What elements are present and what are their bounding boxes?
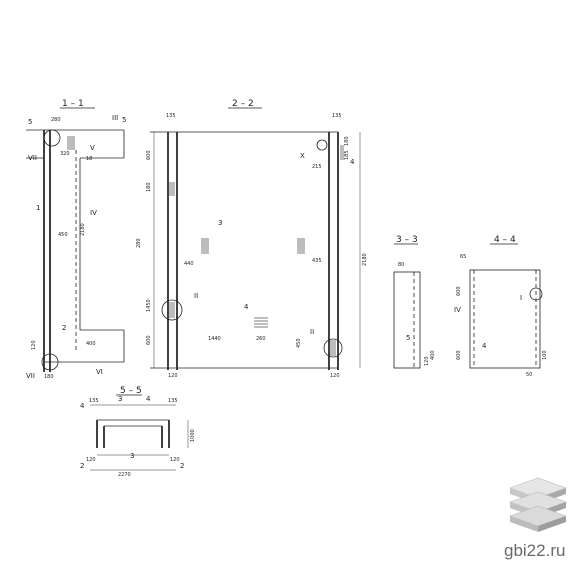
callout-2: 2 [62,324,66,332]
dim-label: 440 [184,261,194,267]
callout-IV: IV [454,306,461,314]
dim-label: 280 [51,117,61,123]
watermark-text: gbi22.ru [504,541,565,560]
section-title-4-4: 4 – 4 [494,235,516,245]
callout-II: II [310,328,314,336]
dim-label: 600 [456,286,462,296]
callout-II: II [194,292,198,300]
callout-VI: VI [96,368,103,376]
dim-label: 180 [146,182,152,192]
dim-label: 1000 [190,429,196,442]
stacked-slabs-icon [509,477,567,532]
callout-4: 4 [244,303,249,311]
detail-circle [323,338,343,358]
section-4-4: 4 – 4 65 600 600 50 100 IV I 4 [454,235,548,378]
dim-label: 260 [256,336,266,342]
callout-4: 4 [350,158,355,166]
dim-label: 18 [86,156,92,162]
callout-V: V [90,144,95,152]
dim-label: 180 [344,136,350,146]
section-3-3: 3 – 3 80 120 400 5 [393,235,436,369]
dim-label: 100 [542,350,548,360]
detail-circle [316,139,328,151]
detail-circle [161,299,183,321]
dim-label: 280 [136,238,142,248]
detail-circle [43,129,61,147]
section-2-2: 2 – 2 135 135 600 180 2180 [136,99,368,379]
hatch-block [169,145,344,356]
dim-label: 120 [86,457,96,463]
callout-2: 2 [80,462,84,470]
dim-label: 600 [146,335,152,345]
dim-label: 320 [60,151,70,157]
dim-label: 135 [166,113,176,119]
dim-label: 65 [460,254,466,260]
callout-1: 1 [36,204,40,212]
dim-label: 1450 [146,299,152,312]
dim-label: 120 [330,373,340,379]
section-5-5: 5 – 5 135 135 2270 1000 120 120 3 4 3 4 … [80,386,196,478]
dim-label: 600 [146,150,152,160]
dim-label: 1440 [208,336,221,342]
dim-label: 185 [344,150,350,160]
panel-outline [469,269,541,369]
dim-label: 135 [89,398,99,404]
callout-5: 5 [406,334,410,342]
detail-circle [41,353,59,371]
dim-label: 135 [168,398,178,404]
callout-III: III [112,114,118,122]
callout-5: 5 [122,116,126,124]
callout-3: 3 [118,395,122,403]
dim-label: 2180 [80,223,86,236]
callout-4: 4 [80,402,85,410]
callout-4: 4 [146,395,151,403]
dim-label: 180 [44,374,54,380]
detail-circle [529,287,543,301]
dim-label: 435 [312,258,322,264]
section-title-2-2: 2 – 2 [232,99,254,109]
dim-label: 400 [430,350,436,360]
callout-VII: VII [26,372,35,380]
callout-2: 2 [180,462,184,470]
dim-label: 2180 [362,253,368,266]
dim-label: 120 [168,373,178,379]
section-title-5-5: 5 – 5 [120,386,142,396]
callout-I: I [520,294,522,302]
section-title-3-3: 3 – 3 [396,235,418,245]
dim-label: 215 [312,164,322,170]
dim-label: 120 [170,457,180,463]
callout-VII: VII [28,154,37,162]
dim-label: 80 [398,262,404,268]
dim-label: 2270 [118,472,131,478]
dim-label: 135 [332,113,342,119]
dim-label: 120 [424,356,430,366]
section-1-1: 1 – 1 280 320 450 2180 18 400 120 180 1 … [26,99,126,380]
hatch-block [67,136,75,150]
dim-label: 450 [296,338,302,348]
callout-IV: IV [90,209,97,217]
callout-4: 4 [482,342,487,350]
dim-label: 50 [526,372,532,378]
callout-X: X [300,152,305,160]
section-title-1-1: 1 – 1 [62,99,84,109]
panel-outline [393,271,421,369]
callout-5: 5 [28,118,32,126]
callout-3: 3 [218,219,222,227]
dim-label: 450 [58,232,68,238]
dim-label: 120 [31,340,37,350]
dim-label: 600 [456,350,462,360]
dim-label: 400 [86,341,96,347]
callout-3: 3 [130,452,134,460]
